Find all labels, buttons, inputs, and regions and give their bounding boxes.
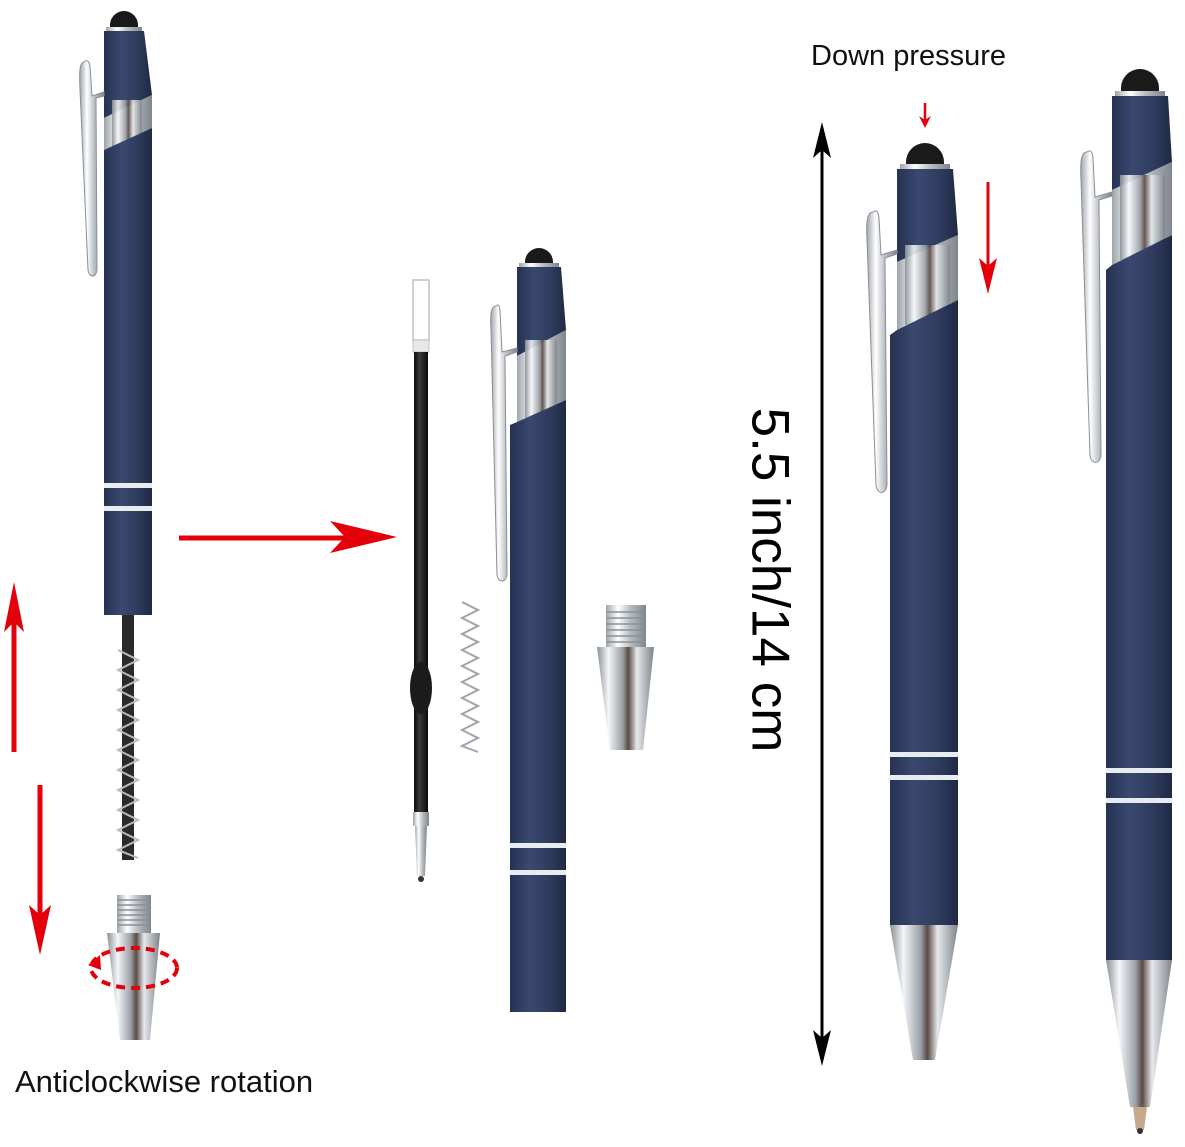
refill xyxy=(410,279,432,882)
anticlockwise-rotation-label: Anticlockwise rotation xyxy=(15,1064,314,1099)
pen-extended xyxy=(1080,69,1172,1134)
dimension-label: 5.5 inch/14 cm xyxy=(740,407,800,753)
stylus-tip-icon xyxy=(110,11,138,28)
pen-barrel xyxy=(490,248,566,1012)
rotation-arrow-icon xyxy=(89,946,179,990)
dimension-arrow xyxy=(813,122,831,1066)
removed-tip xyxy=(88,895,179,1040)
down-pressure-label: Down pressure xyxy=(811,40,1007,72)
disassembled-pen xyxy=(79,11,152,860)
spring xyxy=(459,601,481,753)
separate-tip xyxy=(597,605,654,750)
spring-icon xyxy=(115,649,141,859)
pen-retracted xyxy=(866,103,997,1060)
